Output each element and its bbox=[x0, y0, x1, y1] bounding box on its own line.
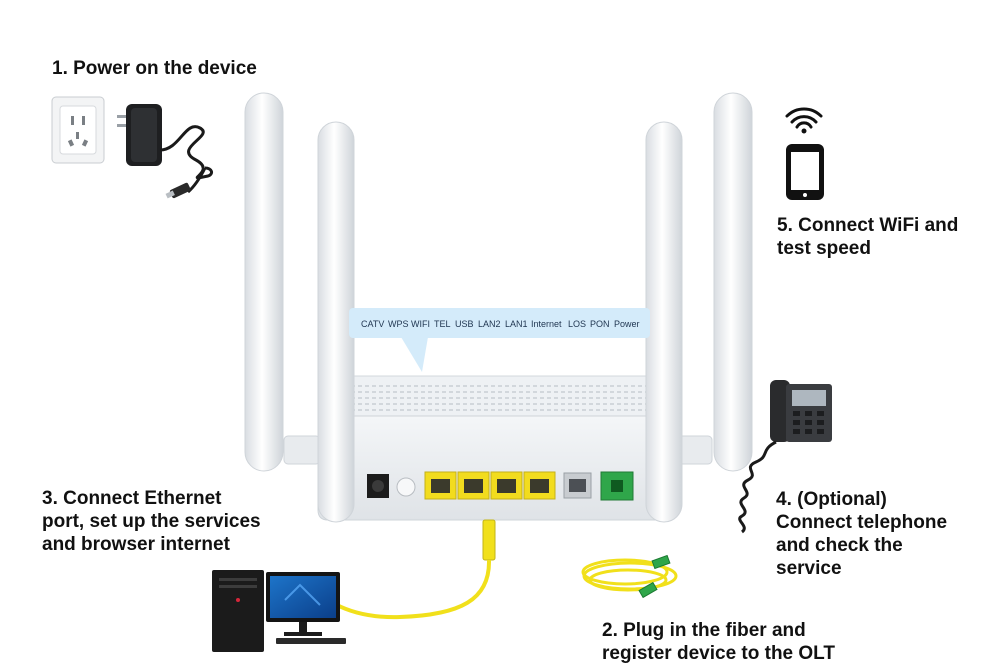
indicator-label-tel: TEL bbox=[434, 319, 451, 329]
step-3-line-1: 3. Connect Ethernet bbox=[42, 488, 222, 509]
desktop-computer-icon bbox=[212, 570, 346, 652]
step-3-line-2: port, set up the services bbox=[42, 511, 261, 532]
desk-telephone-icon bbox=[738, 380, 832, 534]
step-2-line-1: 2. Plug in the fiber and bbox=[602, 620, 806, 641]
step-1-label: 1. Power on the device bbox=[52, 57, 257, 80]
step-4-label: 4. (Optional) Connect telephone and chec… bbox=[776, 488, 947, 580]
ethernet-cable-icon bbox=[334, 519, 496, 620]
indicator-label-usb: USB bbox=[455, 319, 474, 329]
wall-outlet-icon bbox=[51, 96, 105, 164]
step-4-line-3: and check the bbox=[776, 535, 903, 556]
power-adapter-icon bbox=[117, 104, 214, 199]
indicator-label-wps: WPS bbox=[388, 319, 409, 329]
indicator-label-lan1: LAN1 bbox=[505, 319, 528, 329]
smartphone-icon bbox=[786, 144, 824, 200]
indicator-label-los: LOS bbox=[568, 319, 586, 329]
antenna-front-left bbox=[317, 121, 355, 523]
indicator-label-wifi: WIFI bbox=[411, 319, 430, 329]
step-5-label: 5. Connect WiFi and test speed bbox=[777, 214, 958, 260]
antenna-rear-left bbox=[244, 92, 284, 472]
lan-ports bbox=[424, 471, 556, 500]
step-4-line-1: 4. (Optional) bbox=[776, 489, 887, 510]
wifi-icon bbox=[785, 107, 823, 134]
step-4-line-4: service bbox=[776, 558, 842, 579]
step-5-line-2: test speed bbox=[777, 238, 871, 259]
indicator-label-internet: Internet bbox=[531, 319, 562, 329]
step-4-line-2: Connect telephone bbox=[776, 512, 948, 533]
antenna-rear-right bbox=[713, 92, 753, 472]
step-1-line: 1. Power on the device bbox=[52, 58, 257, 79]
step-5-line-1: 5. Connect WiFi and bbox=[777, 215, 959, 236]
fiber-cable-icon bbox=[581, 554, 678, 599]
router-body bbox=[283, 375, 713, 521]
step-3-label: 3. Connect Ethernet port, set up the ser… bbox=[42, 487, 261, 556]
indicator-label-power: Power bbox=[614, 319, 640, 329]
indicator-label-catv: CATV bbox=[361, 319, 384, 329]
indicator-label-lan2: LAN2 bbox=[478, 319, 501, 329]
antenna-front-right bbox=[645, 121, 683, 523]
step-3-line-3: and browser internet bbox=[42, 534, 230, 555]
step-2-label: 2. Plug in the fiber and register device… bbox=[602, 619, 835, 665]
indicator-label-pon: PON bbox=[590, 319, 610, 329]
step-2-line-2: register device to the OLT bbox=[602, 643, 835, 664]
